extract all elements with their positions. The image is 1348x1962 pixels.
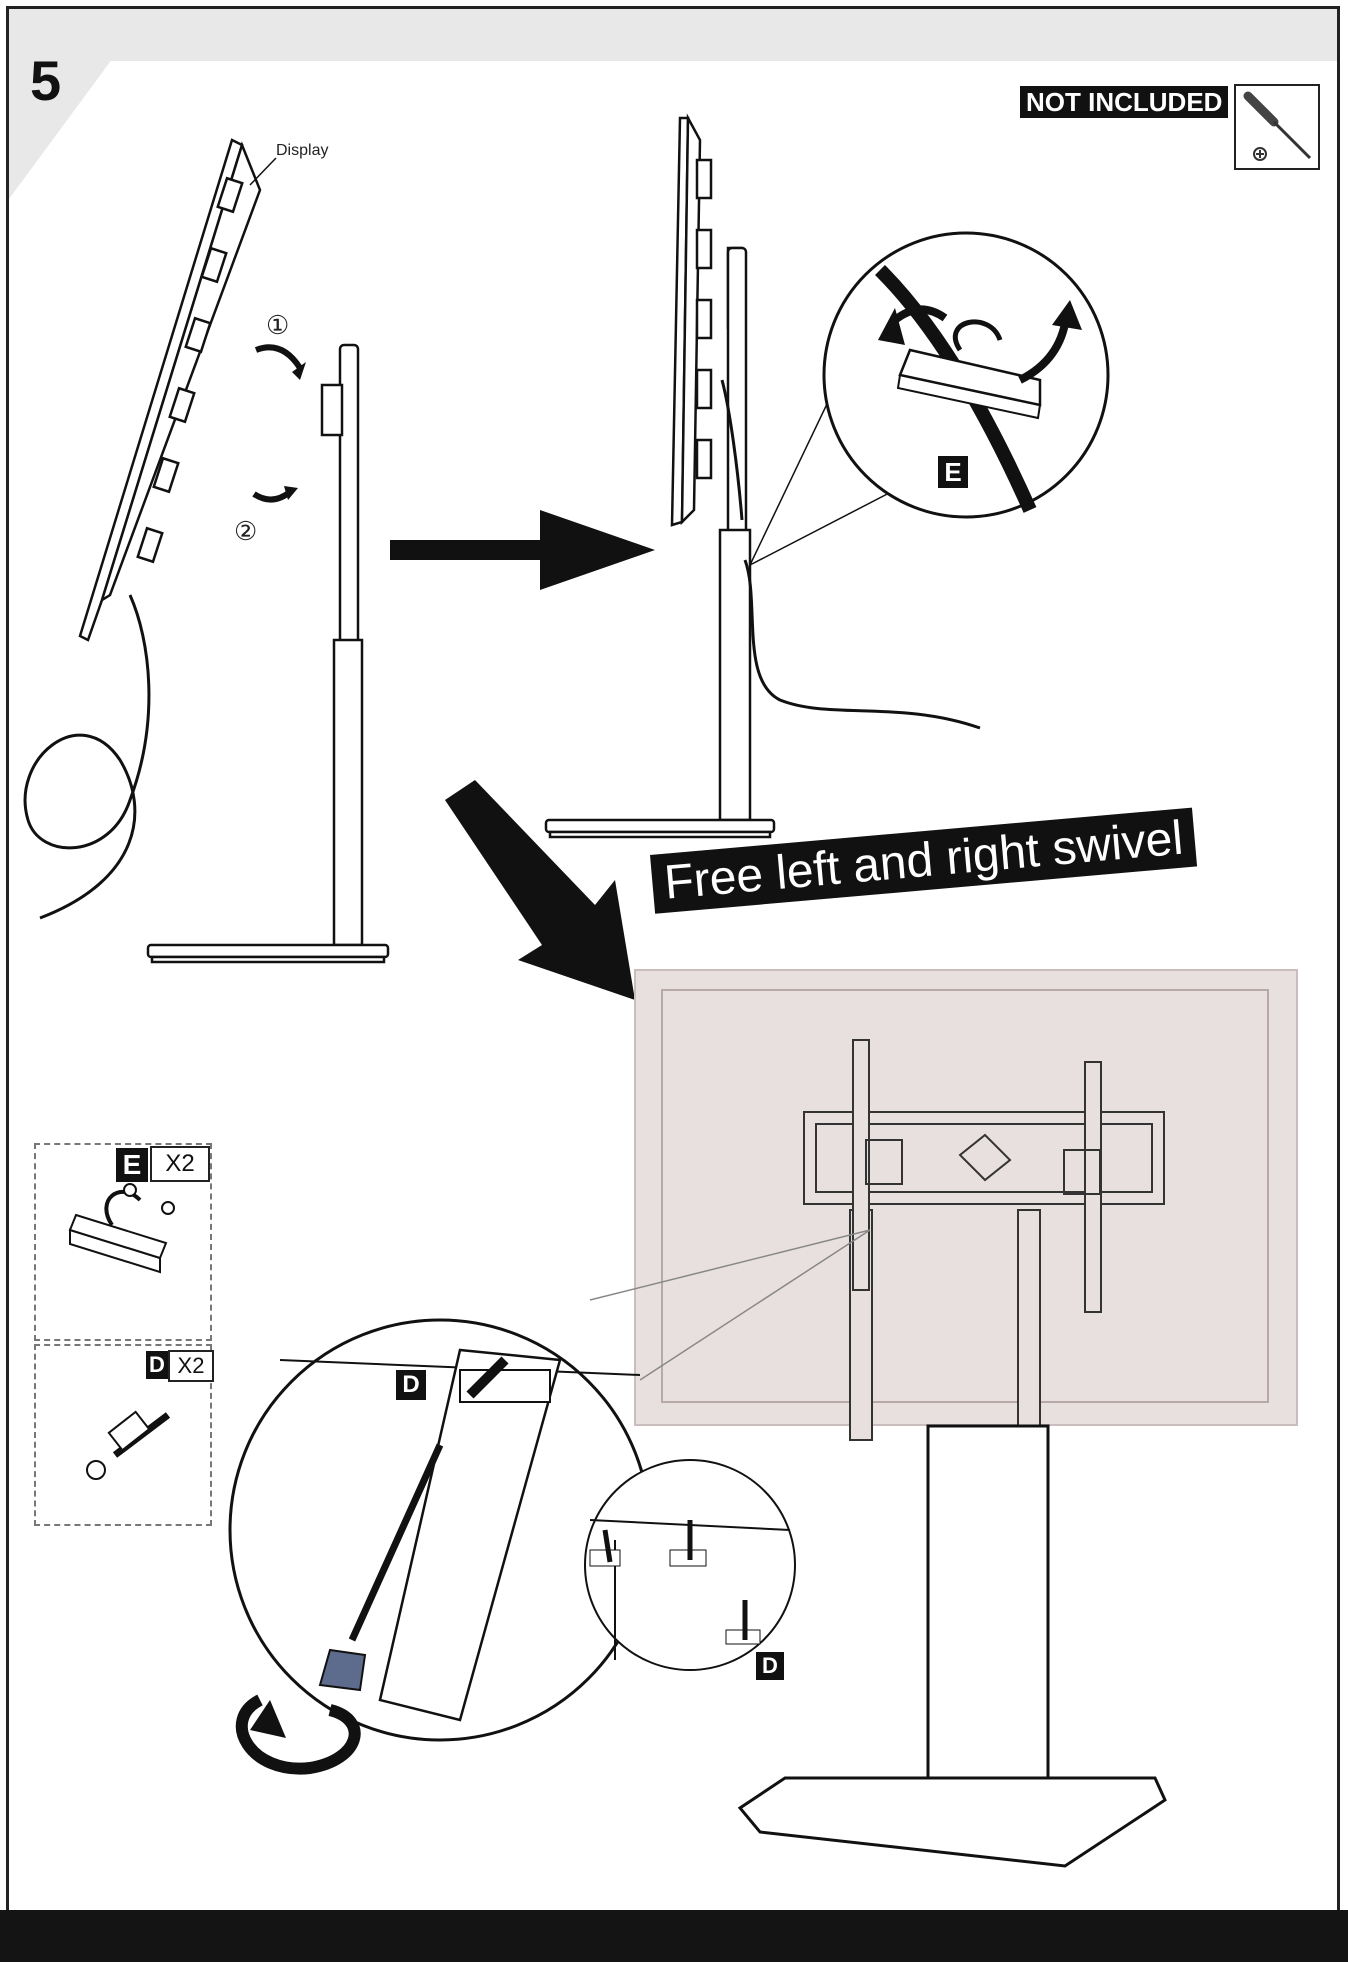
tool-box — [1234, 84, 1320, 170]
display-label: Display — [276, 142, 329, 159]
part-d-quantity: X2 — [168, 1350, 214, 1382]
step-1-marker: ① — [266, 310, 290, 340]
step-number: 5 — [30, 49, 62, 112]
part-d-letter: D — [146, 1351, 168, 1379]
header-band — [9, 9, 1337, 61]
screw-zoom-part-badge: D — [396, 1370, 426, 1400]
page-frame — [6, 6, 1340, 1956]
parts-box-e — [34, 1143, 212, 1341]
not-included-label: NOT INCLUDED — [1020, 86, 1229, 118]
clip-zoom-part-badge: E — [938, 456, 968, 488]
footer-bar — [0, 1910, 1348, 1962]
corner-tab — [9, 9, 149, 199]
screw-detail-part-badge: D — [756, 1652, 784, 1680]
step-2-marker: ② — [234, 516, 258, 546]
part-e-letter: E — [116, 1148, 148, 1182]
part-e-quantity: X2 — [150, 1146, 210, 1182]
parts-box-d — [34, 1344, 212, 1526]
screwdriver-icon — [1243, 91, 1312, 161]
